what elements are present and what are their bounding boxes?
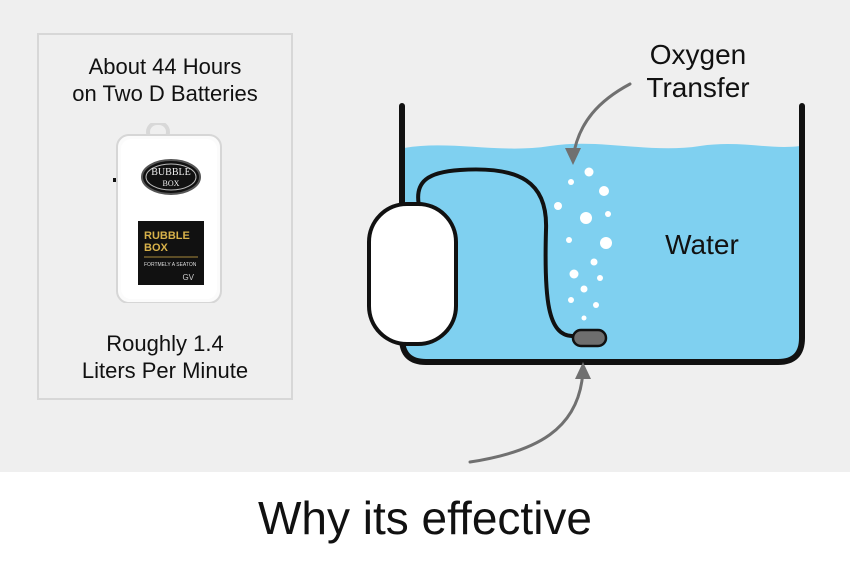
- caption-title: Why its effective: [257, 492, 593, 544]
- side-air-pump: [367, 202, 458, 346]
- pump-logo-text-line2: BOX: [163, 179, 180, 188]
- bubble: [581, 315, 587, 321]
- bubble: [580, 285, 588, 293]
- pump-logo-text-line1: BUBBLE: [151, 167, 190, 178]
- bubble: [600, 237, 612, 249]
- air-stone: [571, 328, 608, 348]
- info-card: About 44 Hours on Two D Batteries BUBBLE…: [37, 33, 293, 400]
- bubble: [597, 275, 603, 281]
- aquarium-diagram: Oxygen Transfer Water: [367, 39, 805, 464]
- bubble: [580, 212, 592, 224]
- pump-label-mark: GV: [182, 273, 194, 282]
- air-bubbles: [554, 167, 612, 321]
- pump-label-subtext: FORTMELY A SEATON: [144, 262, 197, 268]
- oxygen-transfer-label-line2: Transfer: [646, 72, 749, 103]
- pump-logo-oval: [141, 159, 201, 195]
- arrows: [468, 82, 632, 464]
- tank-outline: [399, 103, 805, 365]
- pump-side-tab: [113, 178, 116, 182]
- bubble: [584, 167, 594, 177]
- bubble: [569, 269, 579, 279]
- bubble: [590, 258, 598, 266]
- air-tubing: [416, 167, 574, 338]
- bubble: [605, 211, 611, 217]
- runtime-text-line2: on Two D Batteries: [72, 81, 258, 106]
- diagram-area: About 44 Hours on Two D Batteries BUBBLE…: [0, 0, 850, 472]
- bottom-arrow-head: [575, 362, 591, 379]
- pump-label: [138, 221, 204, 285]
- bottom-arrow-shaft: [468, 368, 585, 464]
- bubble: [568, 179, 574, 185]
- bubble: [566, 237, 572, 243]
- flow-rate-text-line2: Liters Per Minute: [81, 358, 249, 383]
- bubble: [599, 186, 609, 196]
- oxygen-arrow-head: [565, 148, 581, 165]
- runtime-text-line1: About 44 Hours: [88, 54, 242, 79]
- pump-label-title-line2: BOX: [144, 242, 169, 254]
- oxygen-arrow-shaft: [571, 82, 632, 160]
- bubble: [554, 202, 562, 210]
- air-pump-image: BUBBLE BOX RUBBLE BOX FORTMELY A SEATON …: [113, 123, 222, 303]
- pump-label-title-line1: RUBBLE: [144, 230, 190, 242]
- bubble: [593, 302, 599, 308]
- flow-rate-text-line1: Roughly 1.4: [106, 331, 224, 356]
- bubble: [568, 297, 574, 303]
- tank-water: [404, 143, 800, 360]
- water-label: Water: [665, 229, 739, 260]
- oxygen-transfer-label-line1: Oxygen: [650, 39, 747, 70]
